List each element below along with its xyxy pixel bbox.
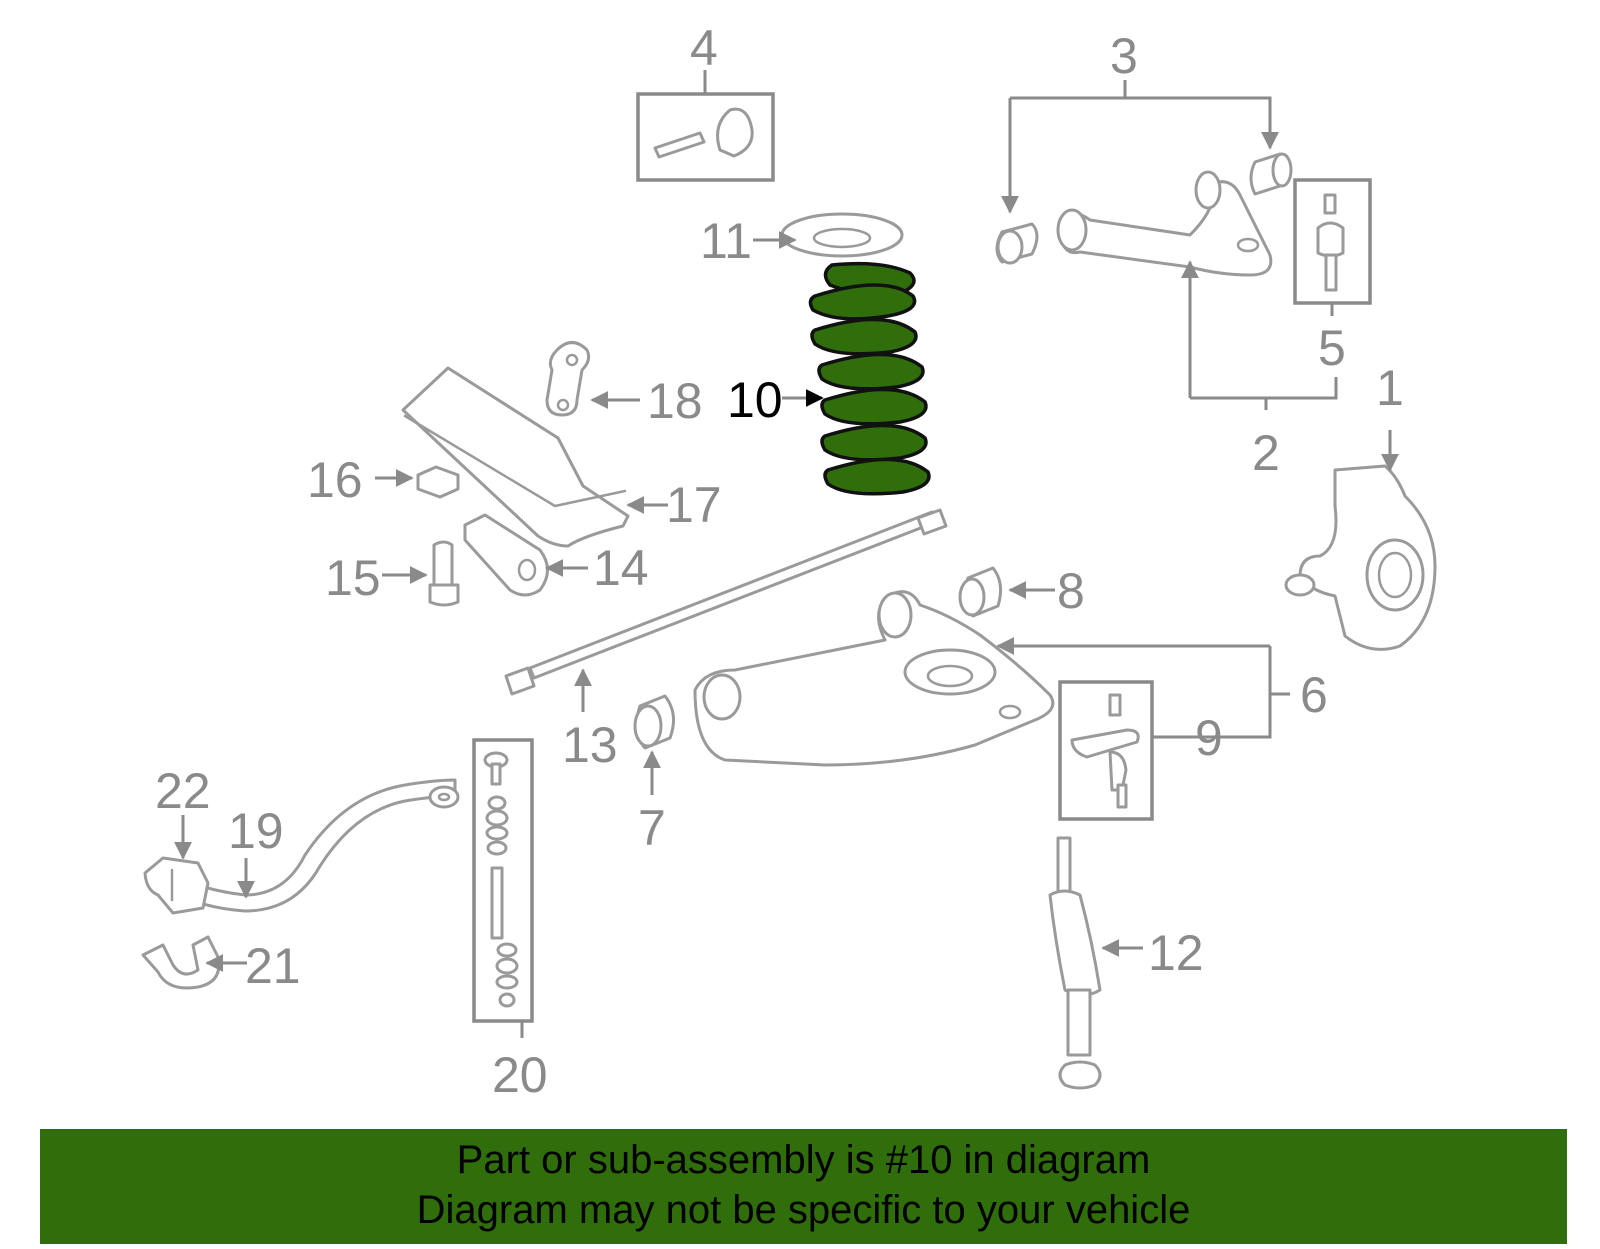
callout-15: 15 (325, 550, 381, 606)
caption-line-2: Diagram may not be specific to your vehi… (416, 1188, 1191, 1232)
part-14-bracket[interactable] (463, 513, 549, 597)
callout-18: 18 (647, 373, 703, 429)
part-22-stabilizer-bushing[interactable] (143, 856, 210, 915)
part-13-strut-rod[interactable] (504, 508, 948, 696)
part-2-upper-control-arm[interactable] (1056, 170, 1273, 277)
callout-1: 1 (1376, 360, 1404, 416)
part-16-bumper[interactable] (416, 465, 460, 499)
part-11-spring-insulator[interactable] (780, 212, 904, 258)
part-6-lower-control-arm[interactable] (693, 590, 1055, 767)
callout-22: 22 (155, 763, 211, 819)
callout-13: 13 (562, 717, 618, 773)
callout-12: 12 (1148, 925, 1204, 981)
part-3-bushing-left[interactable] (995, 222, 1039, 265)
callout-6: 6 (1300, 667, 1328, 723)
part-10-coil-spring[interactable] (808, 261, 931, 496)
callout-2: 2 (1252, 425, 1280, 481)
part-8-bushing[interactable] (958, 566, 1003, 618)
part-20-stabilizer-link-kit[interactable] (472, 738, 534, 1023)
callout-17: 17 (666, 477, 722, 533)
callout-11: 11 (700, 213, 752, 269)
callout-4: 4 (690, 20, 718, 76)
part-12-shock-absorber[interactable] (1048, 836, 1102, 1090)
callout-5: 5 (1318, 320, 1346, 376)
callout-8: 8 (1057, 563, 1085, 619)
callout-14: 14 (593, 540, 649, 596)
part-7-bushing[interactable] (633, 694, 676, 750)
callout-19: 19 (228, 803, 284, 859)
callout-20: 20 (492, 1047, 548, 1103)
callout-10: 10 (727, 372, 783, 428)
callout-21: 21 (245, 938, 301, 994)
part-15-stud[interactable] (428, 540, 460, 607)
part-3-bushing-right[interactable] (1249, 152, 1293, 196)
part-18-link[interactable] (545, 341, 591, 417)
part-9-lower-ball-joint[interactable] (1058, 680, 1154, 821)
part-17-shield[interactable] (401, 366, 630, 548)
part-4-bolt-kit[interactable] (636, 92, 775, 182)
callout-16: 16 (307, 452, 363, 508)
caption-line-1: Part or sub-assembly is #10 in diagram (456, 1138, 1151, 1182)
part-5-ball-joint[interactable] (1293, 178, 1372, 305)
callout-3: 3 (1110, 28, 1138, 84)
part-1-steering-knuckle[interactable] (1284, 464, 1437, 651)
highlight-caption-banner: Part or sub-assembly is #10 in diagram D… (40, 1129, 1567, 1244)
callout-7: 7 (638, 800, 666, 856)
callout-9: 9 (1195, 710, 1223, 766)
